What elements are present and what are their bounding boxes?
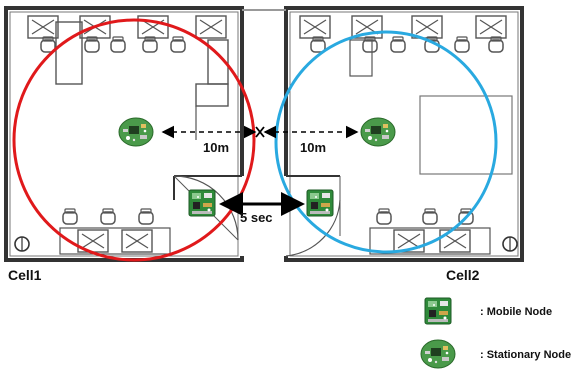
mobile-node-cell2	[306, 189, 334, 217]
stationary-node-cell1	[118, 117, 154, 147]
cell2-coverage-circle	[274, 30, 498, 254]
legend-mobile-node-icon	[424, 297, 452, 325]
distance-label-right: 10m	[300, 140, 326, 155]
right-room-furniture-top	[299, 15, 507, 77]
handoff-time-label: 5 sec	[240, 210, 273, 225]
mobile-node-cell1	[188, 189, 216, 217]
legend-stationary-node-icon	[420, 339, 456, 369]
stationary-node-cell2	[360, 117, 396, 147]
cell1-coverage-circle	[12, 18, 256, 262]
distance-arrows	[161, 125, 359, 139]
left-room-furniture-bottom	[14, 208, 171, 255]
legend-stationary-label: : Stationary Node	[480, 349, 571, 361]
cell2-label: Cell2	[446, 267, 480, 283]
right-room-furniture-bottom	[369, 208, 518, 255]
cell1-label: Cell1	[8, 267, 42, 283]
legend: : Mobile Node : Stationary Node	[420, 297, 571, 369]
legend-mobile-label: : Mobile Node	[480, 306, 552, 318]
distance-label-left: 10m	[203, 140, 229, 155]
